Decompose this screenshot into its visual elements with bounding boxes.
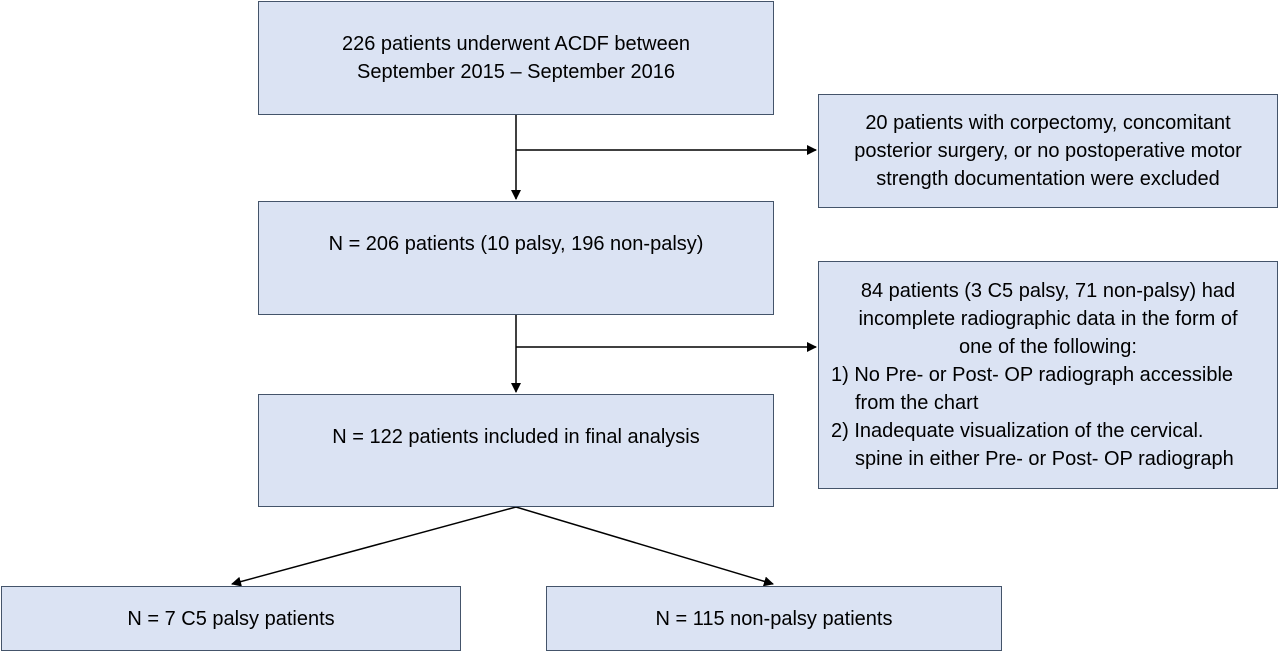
arrow-final-to-nonpalsy [515,506,774,587]
exclusion1-box: 20 patients with corpectomy, concomitant… [818,94,1278,208]
start-line-2: September 2015 – September 2016 [357,61,675,83]
final-line-1: N = 122 patients included in final analy… [332,426,700,448]
exclusion2-line-3: one of the following: [959,336,1137,358]
palsy-box: N = 7 C5 palsy patients [1,586,461,651]
exclusion2-item-1-cont: from the chart [855,392,979,414]
exclusion1-line-1: 20 patients with corpectomy, concomitant [865,112,1231,134]
exclusion2-list: 1) No Pre- or Post- OP radiograph access… [819,361,1234,473]
cohort-line-1: N = 206 patients (10 palsy, 196 non-pals… [328,233,704,255]
cohort-box: N = 206 patients (10 palsy, 196 non-pals… [258,201,774,315]
exclusion2-item-2: 2) Inadequate visualization of the cervi… [831,420,1204,442]
exclusion2-item-1: 1) No Pre- or Post- OP radiograph access… [831,364,1234,386]
exclusion2-item-2-cont: spine in either Pre- or Post- OP radiogr… [855,448,1234,470]
arrow-final-to-palsy [231,506,517,587]
start-line-1: 226 patients underwent ACDF between [342,33,690,55]
nonpalsy-line-1: N = 115 non-palsy patients [655,607,893,630]
exclusion2-line-2: incomplete radiographic data in the form… [858,308,1238,330]
start-box: 226 patients underwent ACDF between Sept… [258,1,774,115]
palsy-line-1: N = 7 C5 palsy patients [127,607,335,630]
final-box: N = 122 patients included in final analy… [258,394,774,507]
exclusion1-line-2: posterior surgery, or no postoperative m… [854,140,1242,162]
exclusion2-box: 84 patients (3 C5 palsy, 71 non-palsy) h… [818,261,1278,489]
exclusion1-line-3: strength documentation were excluded [876,168,1220,190]
exclusion2-line-1: 84 patients (3 C5 palsy, 71 non-palsy) h… [860,280,1236,302]
nonpalsy-box: N = 115 non-palsy patients [546,586,1002,651]
